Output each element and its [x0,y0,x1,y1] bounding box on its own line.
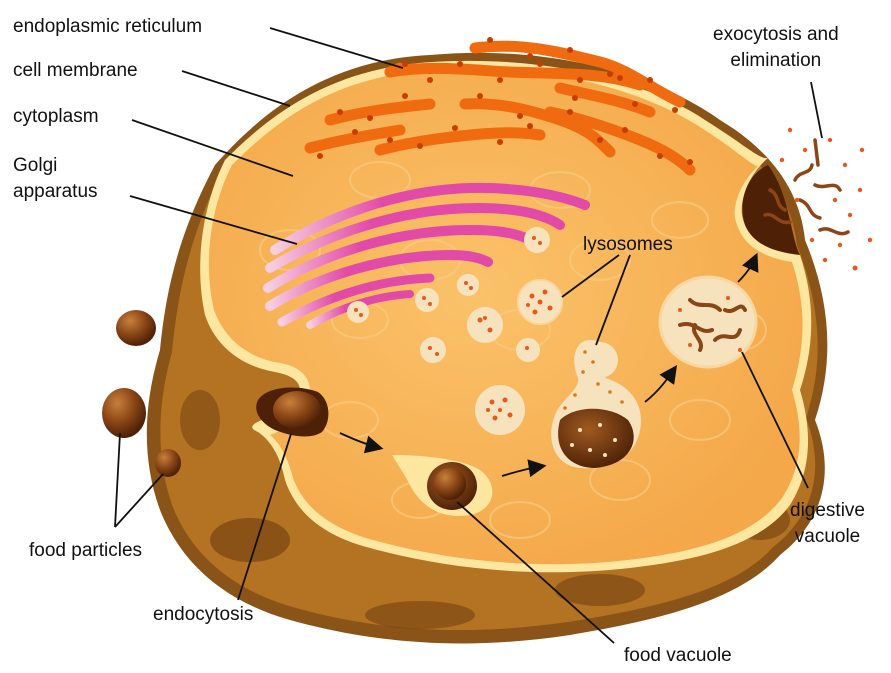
food-vacuole-shape [392,455,493,516]
body-patch [365,601,475,629]
label-exocytosis-line1: exocytosis and [713,24,839,45]
label-digestive-line1: digestive [790,500,865,521]
label-lysosomes: lysosomes [583,234,673,255]
leader-lines [114,27,823,644]
label-golgi-line1: Golgi [13,155,58,176]
label-cytoplasm: cytoplasm [13,106,99,127]
label-cell-membrane: cell membrane [13,60,138,81]
er-ribosomes [317,37,693,165]
label-digestive-vacuole: digestive vacuole [790,500,865,548]
endocytosis-pocket [256,387,329,437]
label-digestive-line2: vacuole [794,526,861,547]
body-patch [555,574,645,606]
label-exocytosis-elimination: exocytosis and elimination [713,24,839,72]
process-arrows [339,252,759,478]
body-patch [180,390,220,450]
label-exocytosis-line2: elimination [730,50,822,71]
exocytosis-opening [742,127,873,271]
endoplasmic-reticulum [304,40,696,176]
body-patch [210,518,290,562]
label-golgi-line2: apparatus [13,181,98,202]
label-food-vacuole: food vacuole [624,645,732,666]
golgi-apparatus [263,182,590,329]
lysosomes-group [347,227,618,435]
food-particles-group [102,310,181,477]
lysosome-enzymes [354,236,553,421]
fusing-lysosome [551,340,641,469]
label-golgi-apparatus: Golgi apparatus [13,155,98,203]
label-endocytosis: endocytosis [153,604,254,625]
label-food-particles: food particles [29,540,143,561]
digestive-vacuole-shape [658,275,758,369]
label-endoplasmic-reticulum: endoplasmic reticulum [13,16,203,37]
